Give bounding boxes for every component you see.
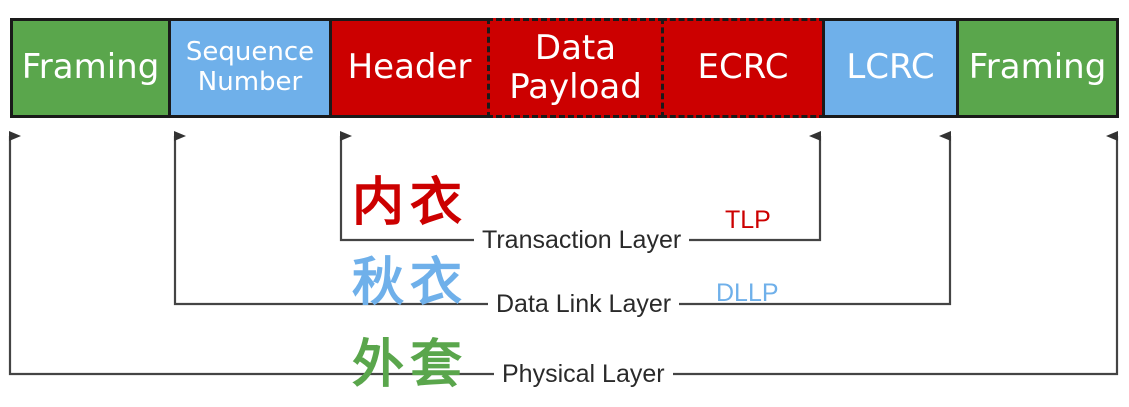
data-link-layer-bracket (173, 131, 952, 306)
ecrc-label: ECRC (697, 47, 789, 88)
framing-end-field: Framing (956, 18, 1119, 118)
data-link-layer-label: Data Link Layer (488, 290, 680, 319)
sequence-label-line2: Number (197, 67, 303, 97)
payload-label-line2: Payload (509, 67, 642, 107)
chinese-middle-label: 秋衣 (352, 253, 469, 313)
framing-end-label: Framing (968, 47, 1107, 88)
payload-label-line1: Data (534, 27, 617, 68)
header-label: Header (347, 47, 472, 88)
dllp-tag: DLLP (716, 279, 779, 307)
framing-start-label: Framing (21, 47, 160, 88)
tlp-tag: TLP (725, 206, 771, 234)
chinese-outer-label: 外套 (352, 335, 469, 395)
lcrc-field: LCRC (822, 18, 959, 118)
sequence-number-field: Sequence Number (168, 18, 332, 118)
lcrc-label: LCRC (846, 47, 935, 88)
chinese-inner-label: 内衣 (352, 173, 469, 233)
physical-layer-label: Physical Layer (494, 360, 673, 389)
sequence-label-line1: Sequence (185, 37, 315, 68)
data-payload-field: Data Payload (487, 18, 664, 118)
header-field: Header (329, 18, 490, 118)
framing-start-field: Framing (10, 18, 171, 118)
transaction-layer-label: Transaction Layer (474, 226, 690, 255)
